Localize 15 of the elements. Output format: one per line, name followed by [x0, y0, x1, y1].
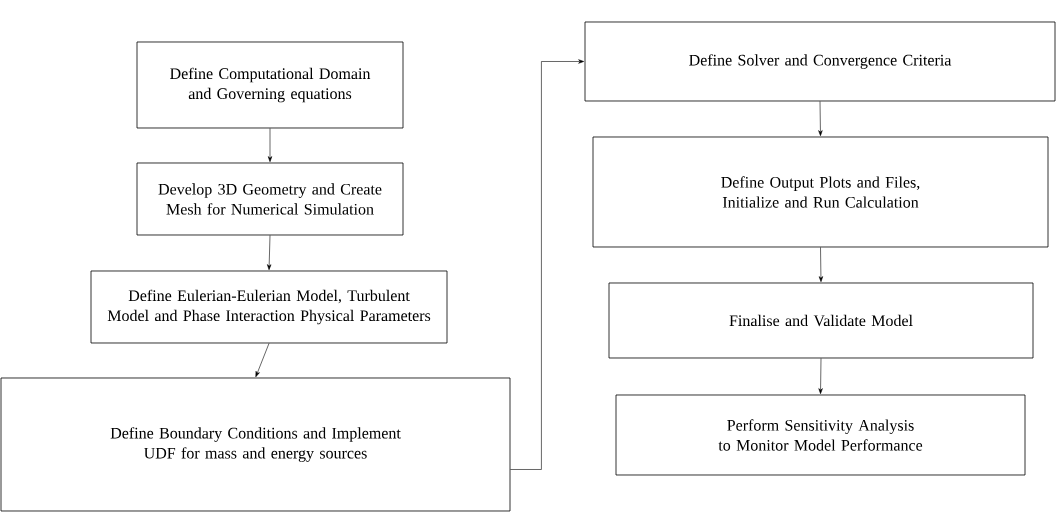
arrow — [267, 128, 273, 162]
process-box: Define Output Plots and Files, Initialize and Run Calculation — [592, 136, 1049, 248]
arrow — [818, 358, 823, 394]
arrow — [255, 343, 270, 378]
process-box: Define Boundary Conditions and Implement UDF for mass and energy sources — [0, 377, 511, 512]
process-box: Finalise and Validate Model — [608, 282, 1034, 359]
process-box: Define Eulerian-Eulerian Model, Turbulent Model and Phase Interaction Physical Parameters — [90, 270, 448, 344]
process-box: Define Computational Domain and Governing equations — [136, 41, 404, 129]
arrow — [267, 235, 272, 270]
arrow — [818, 247, 824, 282]
process-box: Define Solver and Convergence Criteria — [584, 21, 1056, 102]
process-box: Perform Sensitivity Analysis to Monitor Model Performance — [615, 394, 1026, 476]
arrow — [818, 101, 823, 136]
process-box: Develop 3D Geometry and Create Mesh for Numerical Simulation — [136, 162, 404, 236]
arrow — [510, 59, 584, 470]
